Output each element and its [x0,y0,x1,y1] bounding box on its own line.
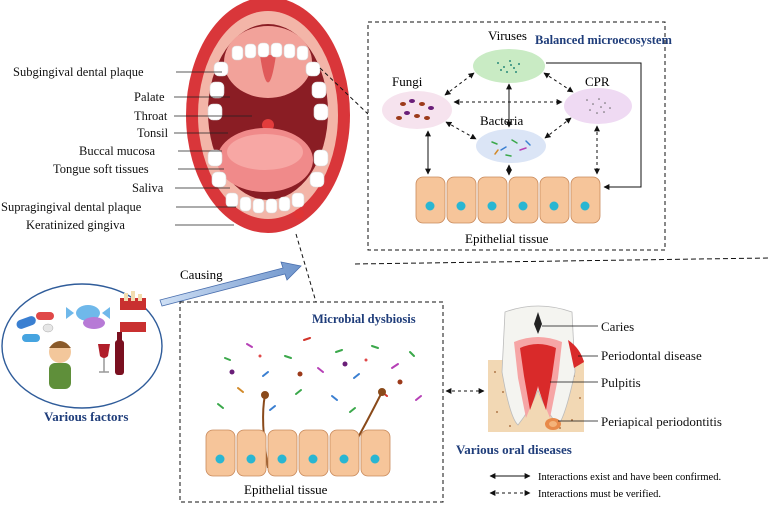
legend-confirmed: Interactions exist and have been confirm… [538,472,721,483]
dysbiosis-epithelial-label: Epithelial tissue [244,482,328,497]
causing-arrow [159,261,302,307]
disease-pointers [542,325,598,422]
mouth-illustration [186,0,350,233]
candy-icon [66,305,110,329]
fungi-particles [396,99,434,120]
disease-caries: Caries [601,319,634,334]
label-palate: Palate [134,90,165,104]
pills-icon [16,312,54,342]
disease-pulpitis: Pulpitis [601,375,641,390]
disease-periodontal: Periodontal disease [601,348,702,363]
viruses-node [473,49,545,83]
cpr-particles [586,98,611,114]
fungi-label: Fungi [392,74,423,89]
anatomy-labels: Subgingival dental plaque Palate Throat … [1,65,169,232]
causing-label: Causing [180,267,223,282]
label-saliva: Saliva [132,181,164,195]
label-supragingival-plaque: Supragingival dental plaque [1,200,142,214]
cpr-node [564,88,632,124]
fungi-node [382,91,452,129]
epithelial-cells-lower [205,429,391,477]
bacteria-particles [491,139,531,157]
balanced-panel: Balanced microecosystem Viruses Fungi CP… [367,21,672,251]
label-subgingival-plaque: Subgingival dental plaque [13,65,144,79]
leader-to-dysbiosis [295,233,317,303]
bacteria-node [476,129,546,163]
balanced-epithelial-label: Epithelial tissue [465,231,549,246]
fungi-viruses-link [444,72,475,96]
section-divider [354,257,768,265]
bacteria-label: Bacteria [480,113,524,128]
viruses-label: Viruses [488,28,527,43]
person-icon [49,341,71,389]
label-keratinized-gingiva: Keratinized gingiva [26,218,125,232]
disease-periapical: Periapical periodontitis [601,414,722,429]
factors-panel [1,283,163,409]
dysbiosis-title: Microbial dysbiosis [312,312,416,326]
factors-label: Various factors [44,409,128,424]
anatomy-pointers [174,71,252,226]
balanced-title: Balanced microecosystem [535,33,672,47]
label-buccal-mucosa: Buccal mucosa [79,144,155,158]
label-tongue: Tongue soft tissues [53,162,149,176]
epithelial-cells-upper [415,176,601,224]
balanced-interactions [425,62,642,190]
virus-particles [497,60,520,73]
viruses-epithelium-link [546,62,642,190]
cigarette-pack-icon [120,291,146,332]
label-throat: Throat [134,109,168,123]
label-tonsil: Tonsil [137,126,169,140]
dysbiosis-particles [229,354,403,385]
diseases-title: Various oral diseases [456,442,572,457]
disease-labels: Caries Periodontal disease Pulpitis Peri… [601,319,722,429]
dysbiosis-microbes [217,337,422,413]
legend: Interactions exist and have been confirm… [489,472,721,500]
tooth-illustration [488,305,584,432]
legend-verify: Interactions must be verified. [538,489,661,500]
wine-icon [98,332,124,375]
cpr-label: CPR [585,74,610,89]
dysbiosis-panel: Microbial dysbiosis [179,301,444,503]
